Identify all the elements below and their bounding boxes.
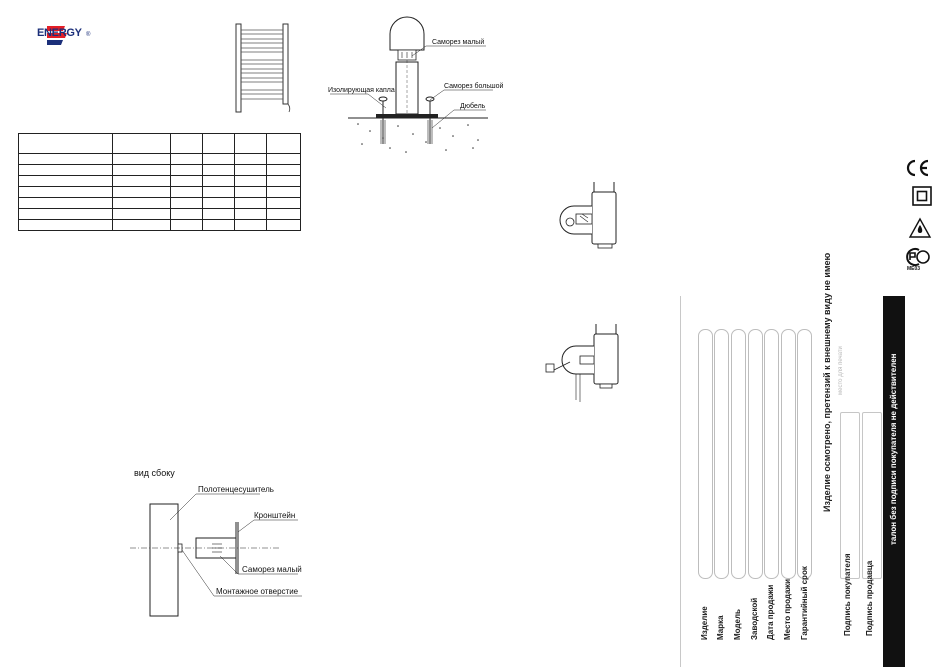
field-label-serial: Заводской (750, 597, 759, 640)
field-column-6[interactable] (781, 329, 796, 579)
brand-name: ENERGY (37, 27, 82, 39)
floor-mount-diagram: Саморез малый Изолирующая капла Саморез … (328, 16, 504, 153)
drop-protection-icon (908, 217, 932, 238)
double-insulation-icon (912, 186, 932, 206)
label-towel-dryer: Полотенцесушитель (198, 485, 274, 494)
field-label-sale-date: Дата продажи (766, 584, 775, 640)
field-label-warranty-period: Гарантийный срок (800, 566, 809, 640)
brand-registered-mark: ® (86, 32, 91, 38)
side-view-caption: вид сбоку (134, 468, 175, 478)
label-insulating-cap: Изолирующая капла (328, 87, 395, 94)
bracket-detail-2 (545, 324, 619, 402)
buyer-signature-field[interactable] (840, 412, 860, 579)
label-bracket: Кронштейн (254, 511, 295, 520)
label-large-screw: Саморез большой (444, 82, 504, 90)
label-dowel: Дюбель (460, 102, 486, 110)
validity-strip (883, 296, 905, 667)
ce-mark-icon (906, 159, 929, 177)
table-row (18, 153, 301, 165)
bracket-detail-1 (559, 182, 617, 249)
label-mount-hole: Монтажное отверстие (216, 587, 299, 596)
field-column-5[interactable] (764, 329, 779, 579)
field-column-7[interactable] (797, 329, 812, 579)
pct-mark-icon (906, 248, 930, 266)
seller-signature-field[interactable] (862, 412, 882, 579)
field-label-model: Модель (733, 609, 742, 640)
stamp-label: место для печати (838, 346, 844, 395)
table-row (18, 133, 301, 154)
cert-caption: МЕ03 (907, 266, 921, 272)
side-view-diagram: Полотенцесушитель Кронштейн Саморез малы… (130, 485, 302, 617)
label-small-screw-top: Саморез малый (432, 38, 484, 46)
table-row (18, 164, 301, 176)
buyer-signature-label: Подпись покупателя (843, 553, 852, 636)
field-column-1[interactable] (698, 329, 713, 579)
table-row (18, 186, 301, 198)
table-row (18, 208, 301, 220)
field-column-3[interactable] (731, 329, 746, 579)
field-column-2[interactable] (714, 329, 729, 579)
table-row (18, 197, 301, 209)
field-label-sale-place: Место продажи (783, 579, 792, 640)
brand-logo-icon (47, 26, 67, 45)
field-label-product: Изделие (700, 606, 709, 640)
warranty-heading: Изделие осмотрено, претензий к внешнему … (822, 252, 832, 512)
card-divider (680, 296, 681, 667)
validity-note: талон без подписи покупателя не действит… (889, 353, 898, 545)
field-column-4[interactable] (748, 329, 763, 579)
towel-rail-illustration (235, 23, 291, 113)
seller-signature-label: Подпись продавца (865, 560, 874, 636)
field-label-brand: Марка (716, 615, 725, 640)
label-small-screw: Саморез малый (242, 565, 302, 574)
table-row (18, 175, 301, 187)
specification-table (18, 133, 301, 231)
table-row (18, 219, 301, 231)
